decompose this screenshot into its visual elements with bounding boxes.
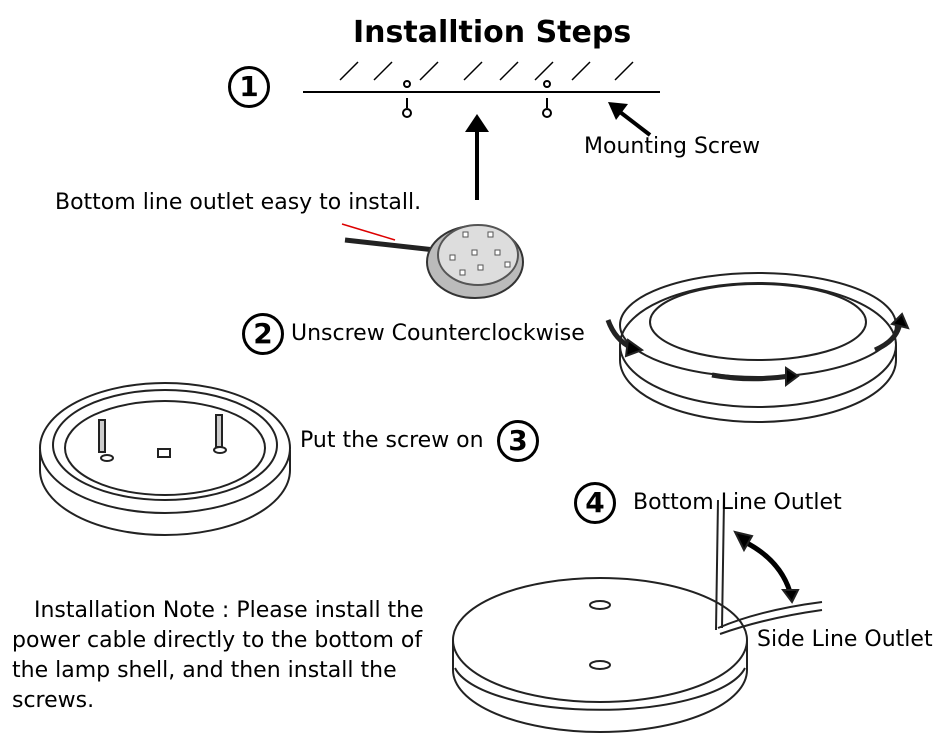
step-number-2: 2 xyxy=(242,313,284,355)
ceiling-illustration xyxy=(303,61,660,118)
note-line: the lamp shell, and then install the xyxy=(12,658,397,683)
step-number-1: 1 xyxy=(228,66,270,108)
mounting-screw-label: Mounting Screw xyxy=(584,134,761,159)
installation-note: Installation Note : Please install the p… xyxy=(12,596,452,716)
note-line: power cable directly to the bottom of xyxy=(12,628,423,653)
lamp-illustration xyxy=(341,223,524,299)
lamp-unscrew-illustration xyxy=(605,272,910,423)
side-line-outlet-label: Side Line Outlet xyxy=(757,627,933,652)
put-screw-label: Put the screw on xyxy=(300,428,484,453)
unscrew-label: Unscrew Counterclockwise xyxy=(291,321,585,346)
note-line: screws. xyxy=(12,688,95,713)
bottom-outlet-note: Bottom line outlet easy to install. xyxy=(55,190,422,215)
mounting-screw-icon xyxy=(402,98,412,118)
page-title: Installtion Steps xyxy=(353,15,632,50)
lamp-outlet-illustration xyxy=(452,499,823,733)
note-line: Installation Note : Please install the xyxy=(34,598,424,623)
arrow-icon xyxy=(465,102,652,200)
mounting-screw-icon xyxy=(542,98,552,118)
step-number-3: 3 xyxy=(497,420,539,462)
step-number-4: 4 xyxy=(574,482,616,524)
bottom-line-outlet-label: Bottom Line Outlet xyxy=(633,490,842,515)
lamp-screw-illustration xyxy=(39,382,291,536)
